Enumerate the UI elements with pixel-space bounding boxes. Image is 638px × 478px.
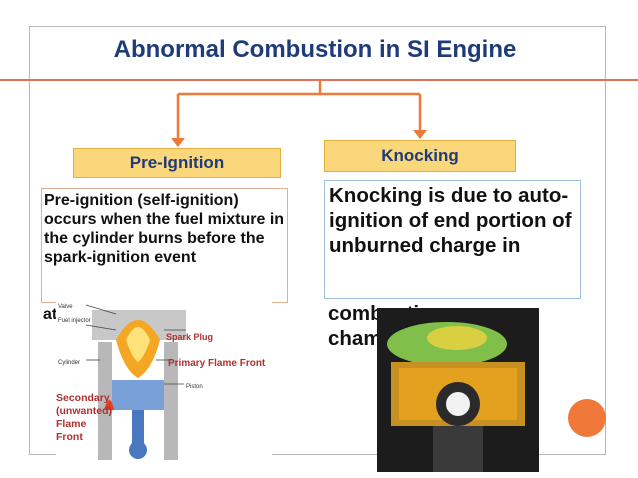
arrow-left-head [171,138,185,147]
label-valve: Valve [58,304,73,310]
label-spark-plug: Spark Plug [166,332,213,342]
label-fuel-injector: Fuel injector [58,318,91,324]
pre-ignition-heading: Pre-Ignition [73,148,281,178]
decorative-circle [568,399,606,437]
pre-ignition-overflow: at [43,306,58,323]
pre-ignition-description: Pre-ignition (self-ignition) occurs when… [41,188,288,303]
label-primary-flame: Primary Flame Front [168,358,266,369]
knocking-heading: Knocking [324,140,516,172]
knocking-description: Knocking is due to auto-ignition of end … [324,180,581,299]
label-piston: Piston [186,384,203,390]
knocking-piston-image [377,308,539,472]
slide-title: Abnormal Combustion in SI Engine [113,36,517,63]
slide-frame [29,26,606,455]
label-secondary-flame: Secondary (unwanted) Flame Front [56,392,112,443]
label-cylinder: Cylinder [58,360,80,366]
pre-ignition-engine-illustration: Valve Fuel injector Cylinder Spark Plug … [56,300,272,460]
arrow-right-head [413,130,427,139]
